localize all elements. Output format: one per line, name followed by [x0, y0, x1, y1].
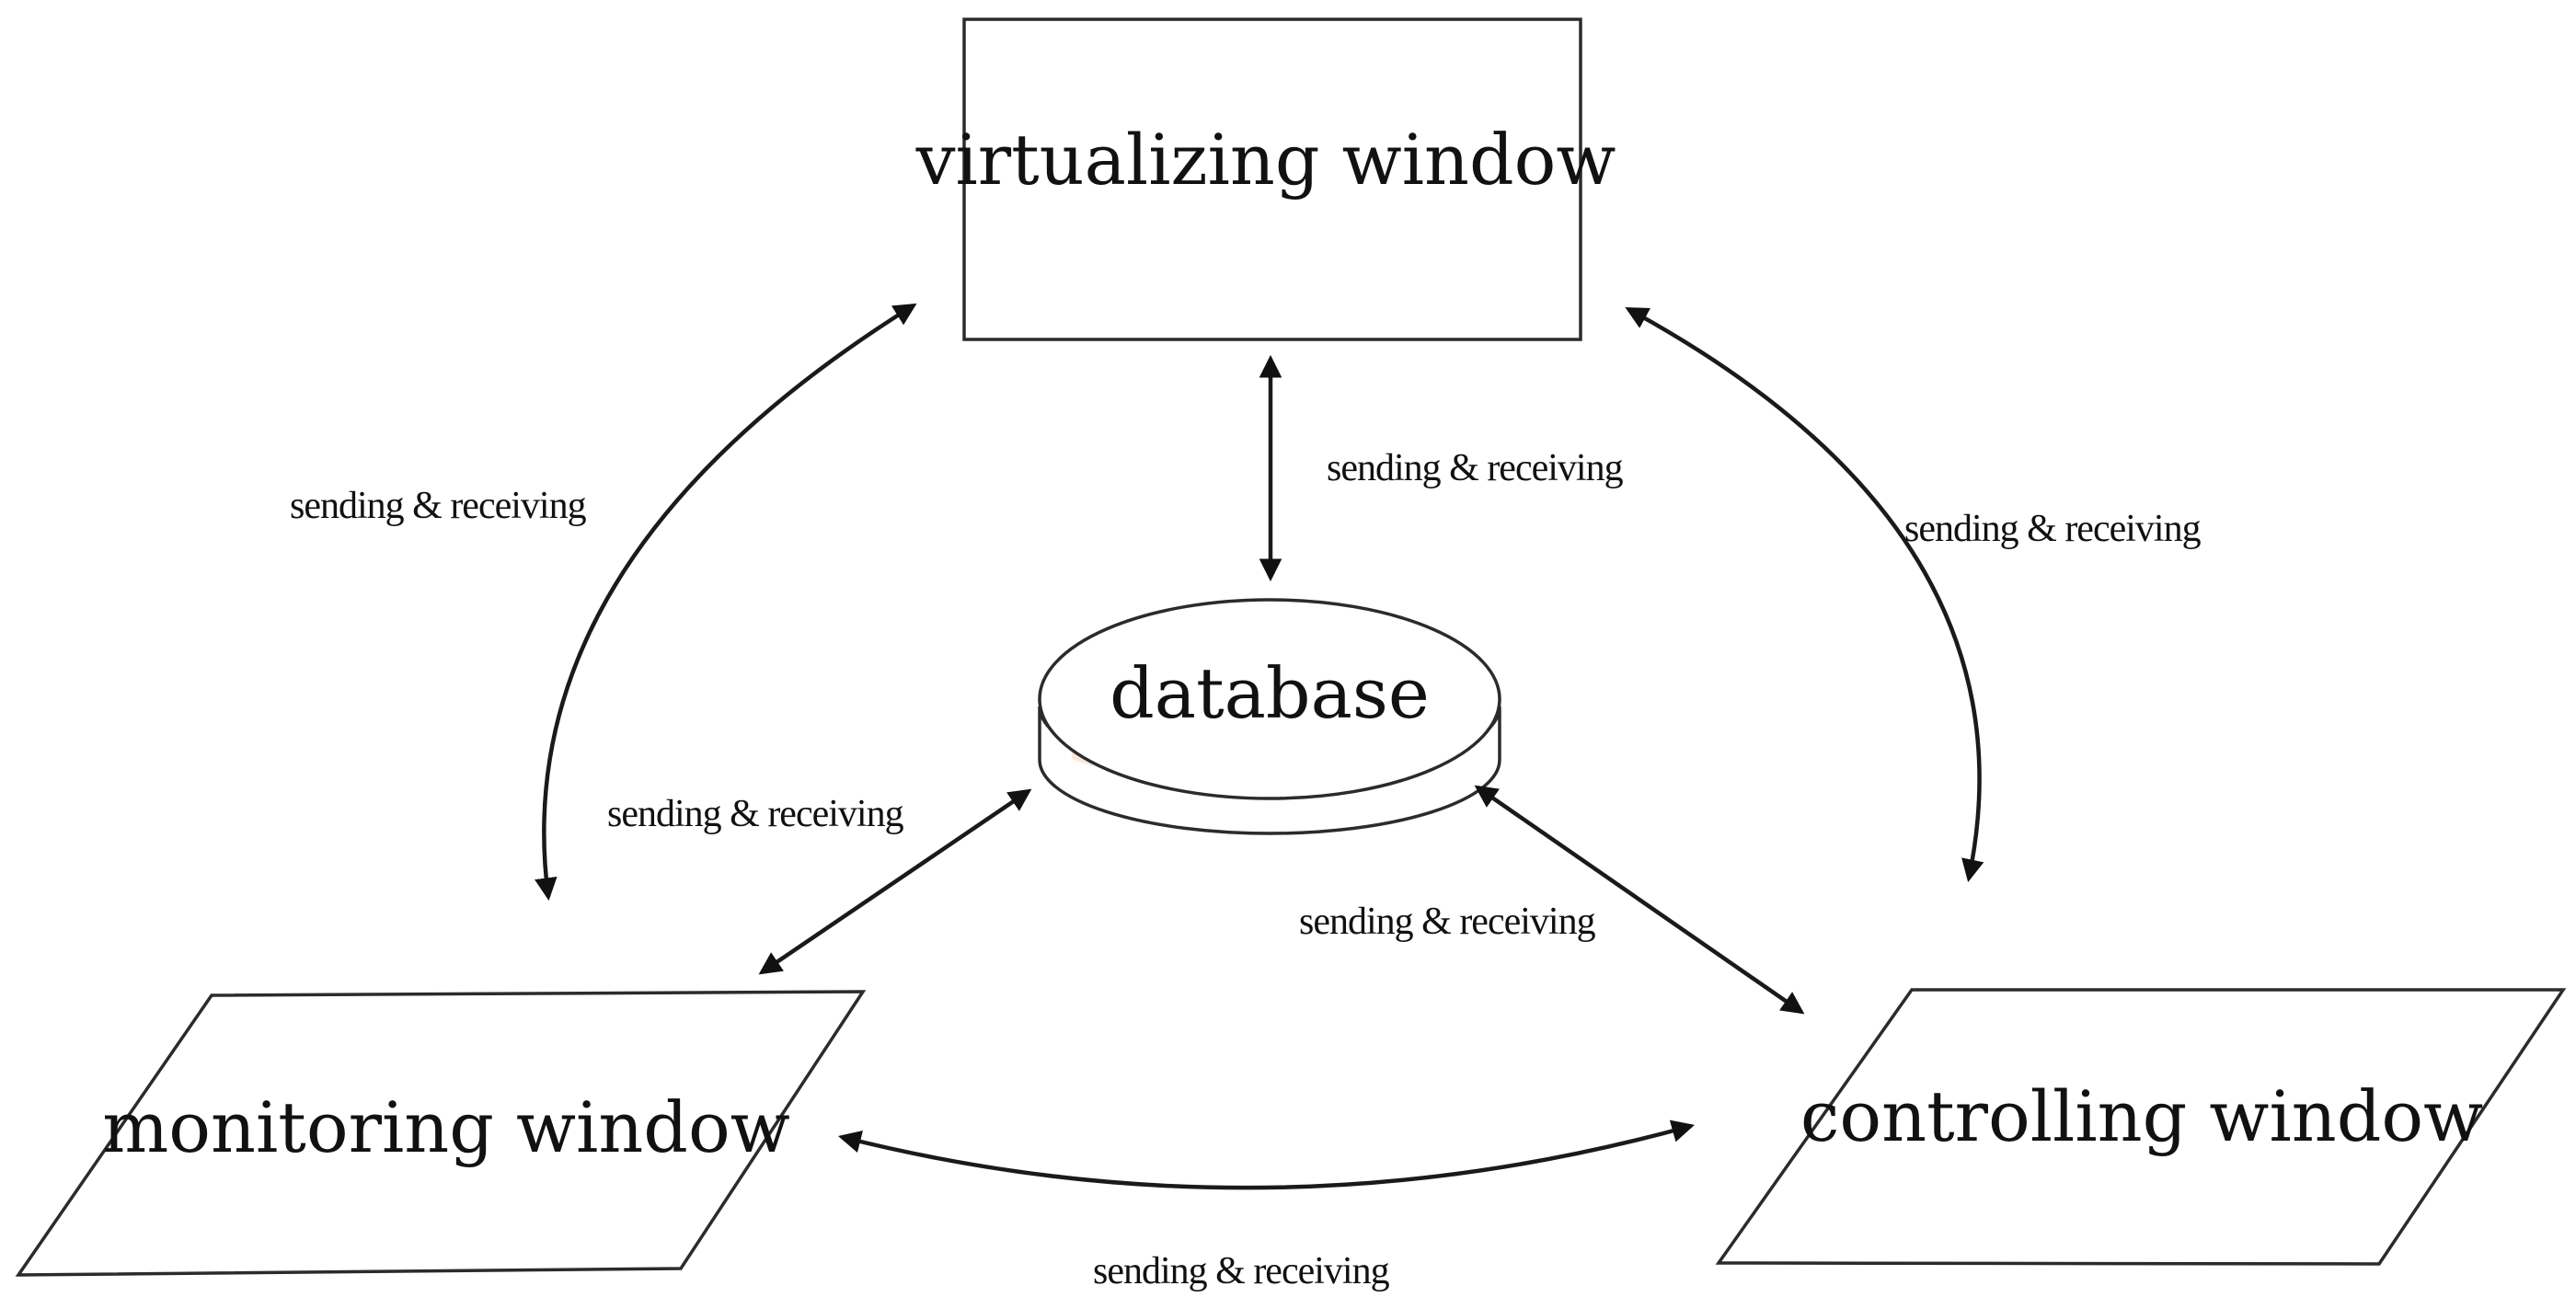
database-top — [1038, 598, 1501, 800]
controlling-window-label: controlling window — [1800, 1075, 2483, 1157]
database-monitoring-label: sending & receiving — [607, 793, 904, 835]
monitoring-window-box — [15, 990, 867, 1277]
monitoring-window-label: monitoring window — [102, 1086, 790, 1168]
database-node: database — [1038, 598, 1501, 835]
monitoring-controlling-label: sending & receiving — [1093, 1250, 1390, 1292]
virtualizing-monitoring-label: sending & receiving — [290, 485, 587, 527]
monitoring-controlling-arrow — [837, 1120, 1695, 1190]
virtualizing-window-box — [962, 17, 1582, 341]
virtualizing-database-label: sending & receiving — [1327, 447, 1624, 489]
database-label: database — [1110, 652, 1430, 734]
controlling-window-node: controlling window — [1715, 988, 2567, 1266]
virtualizing-window-label: virtualizing window — [915, 119, 1616, 201]
virtualizing-window-node: virtualizing window — [915, 17, 1616, 341]
virtualizing-controlling-arrow — [1625, 307, 1984, 883]
database-controlling-arrow — [1474, 785, 1805, 1015]
virtualizing-monitoring-arrow — [535, 303, 917, 901]
database-controlling-label: sending & receiving — [1299, 901, 1596, 943]
monitoring-window-node: monitoring window — [15, 990, 867, 1277]
database-monitoring-arrow — [758, 788, 1032, 975]
controlling-window-box — [1715, 988, 2567, 1266]
virtualizing-controlling-label: sending & receiving — [1904, 508, 2202, 550]
